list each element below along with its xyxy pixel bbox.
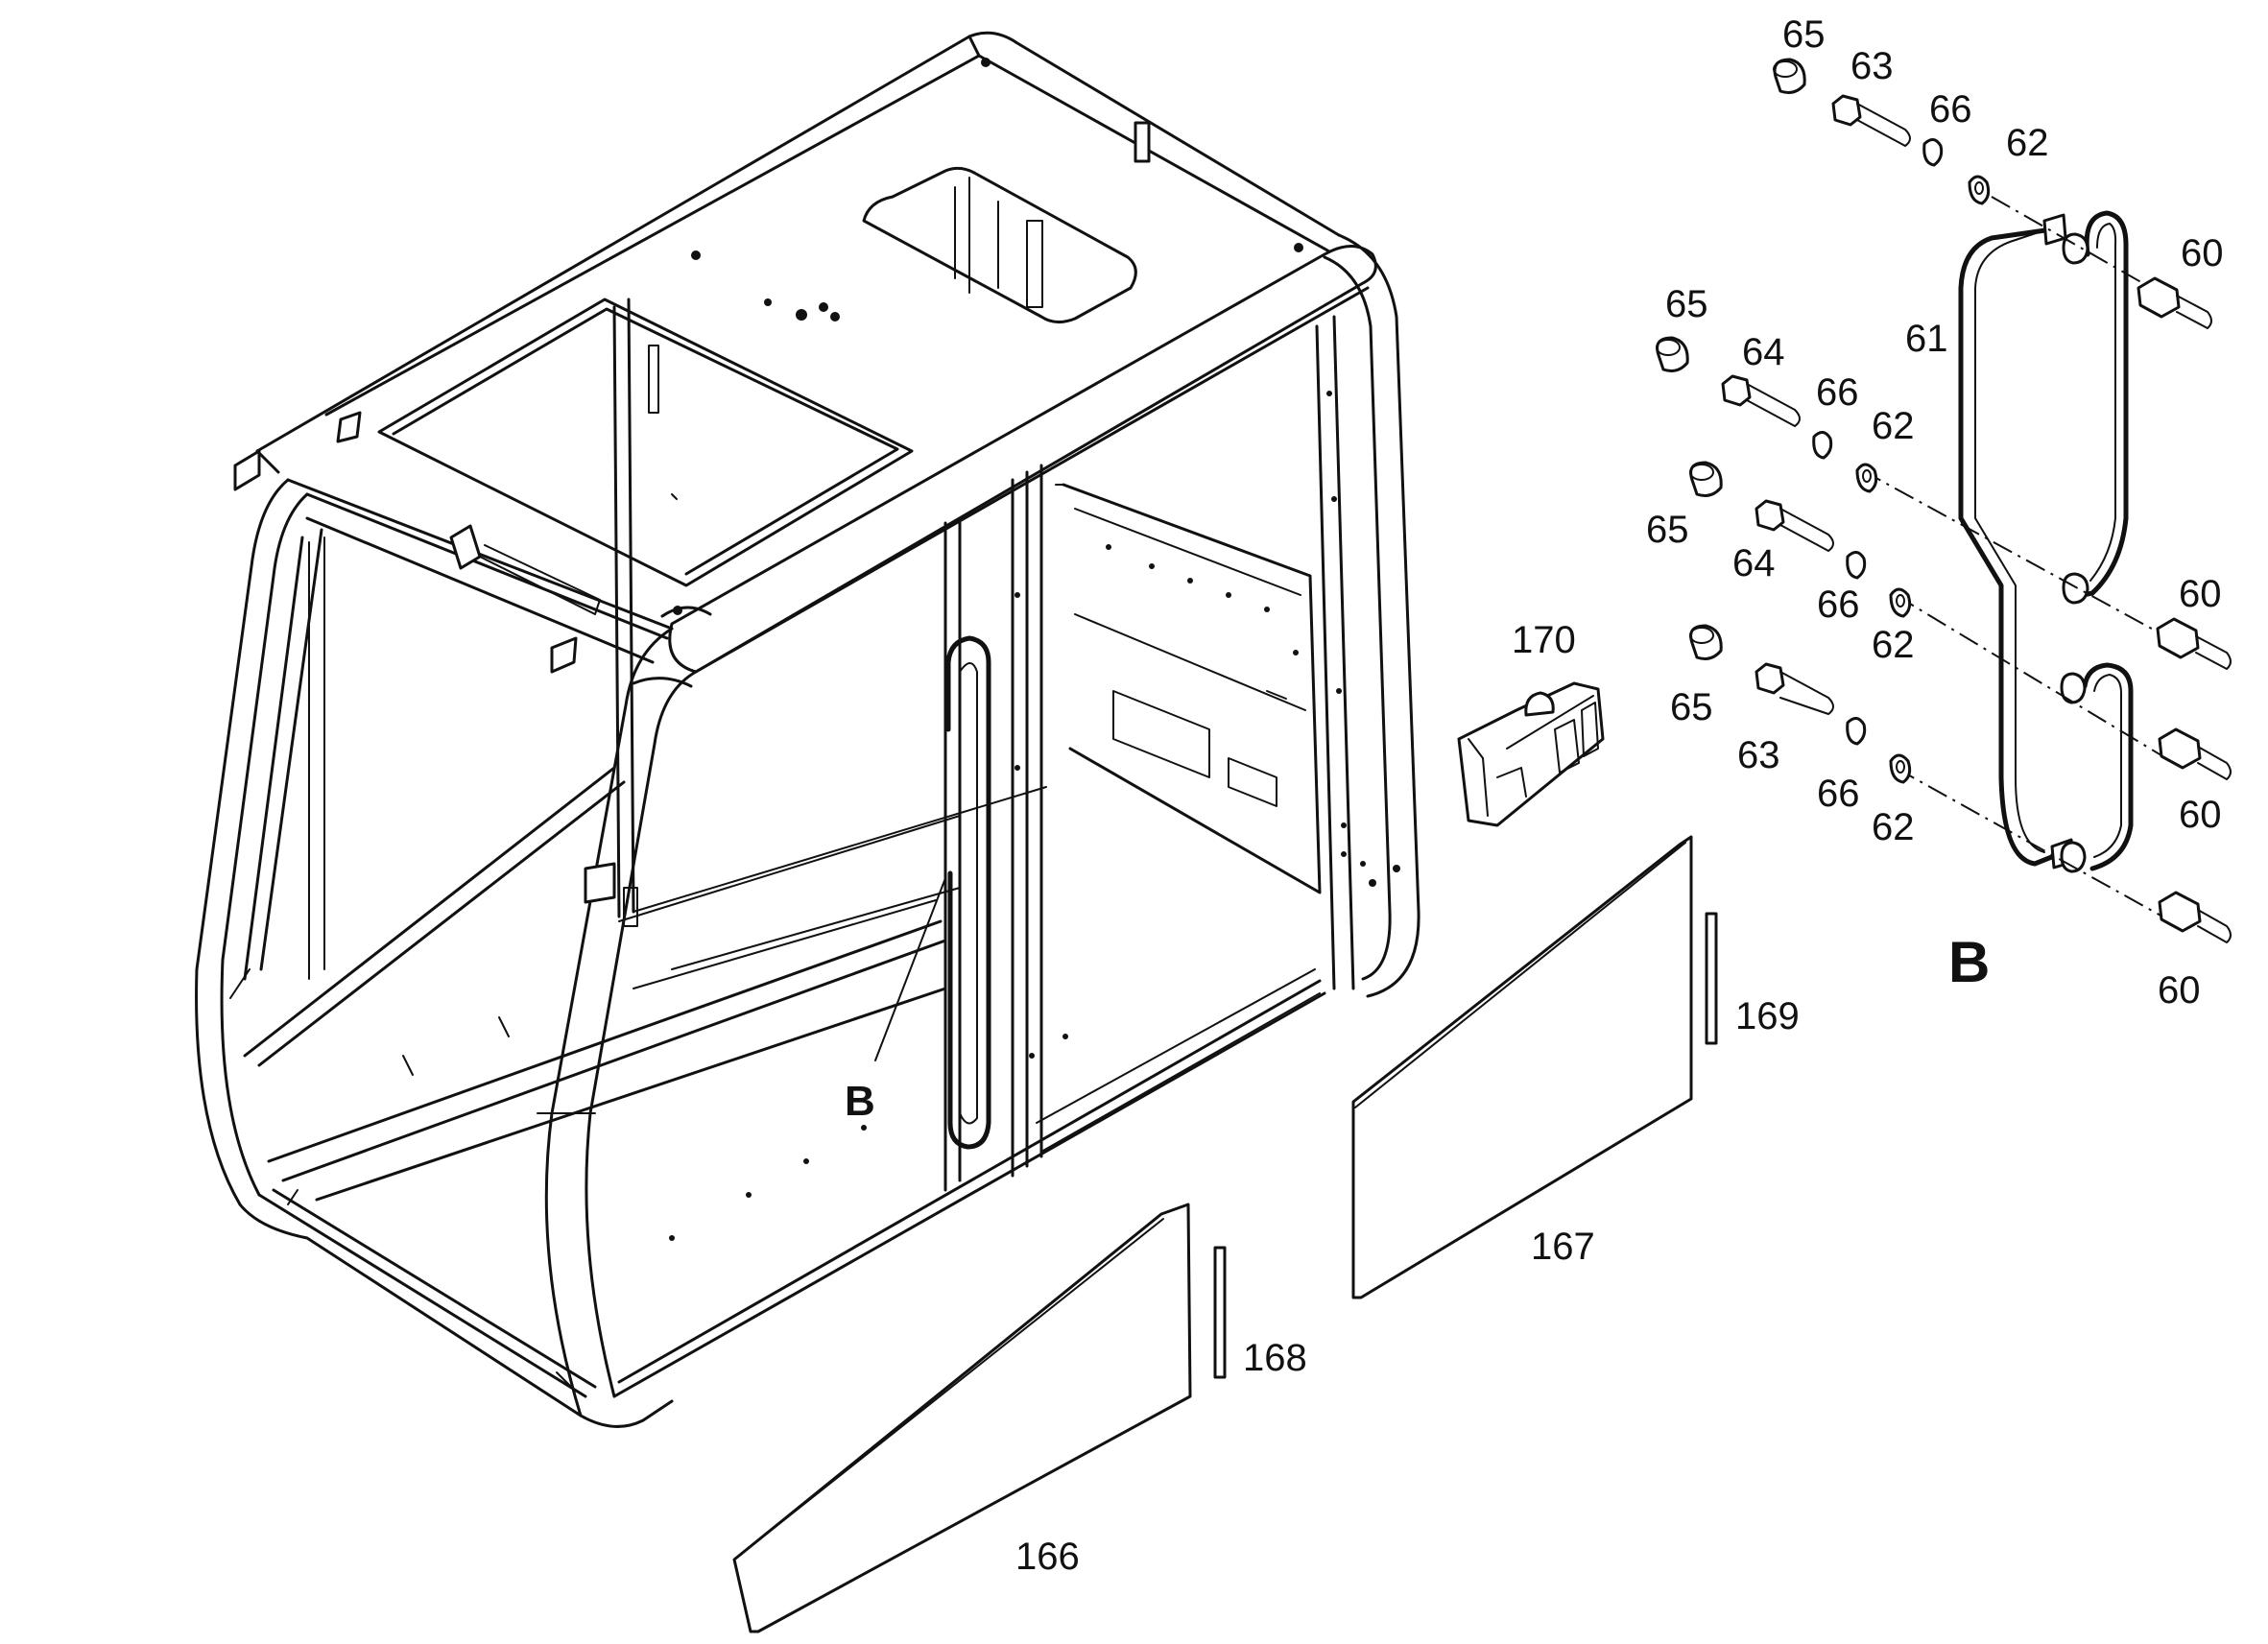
axis-line [1895,767,2172,922]
axis-line [1861,469,2170,639]
strip-168 [1213,1246,1227,1379]
callout-65: 65 [1670,686,1713,728]
panel-166-edge [733,1218,1164,1561]
callout-60: 60 [2179,794,2222,836]
bolt-60 [2137,276,2232,943]
detail-title: B [1948,930,1990,994]
panel-167-edge [1354,842,1686,1108]
flat-washer-62 [1855,175,1991,784]
callout-64: 64 [1732,542,1776,584]
callout-60: 60 [2158,969,2201,1012]
cab-frame [195,31,1420,1428]
callout-62: 62 [1872,624,1915,666]
washer-tank-170 [1457,681,1605,827]
callout-65: 65 [1665,283,1708,325]
callout-166: 166 [1015,1536,1080,1578]
leader-line [874,877,946,1061]
callout-66: 66 [1929,88,1972,131]
callout-60: 60 [2179,573,2222,615]
callout-62: 62 [1872,405,1915,447]
bolt-63-64 [1721,94,1911,715]
panel-167 [1351,835,1693,1299]
callout-66: 66 [1817,584,1860,626]
callout-62: 62 [1872,806,1915,848]
callout-169: 169 [1735,995,1800,1037]
callout-167: 167 [1531,1226,1595,1268]
axis-line [1991,196,2161,294]
lock-washer-66 [1812,138,1944,746]
callout-63: 63 [1737,734,1780,776]
axis-line [1895,594,2175,764]
cap-65 [1656,58,1806,660]
callout-66: 66 [1816,371,1859,414]
callout-168: 168 [1243,1337,1307,1379]
callout-63: 63 [1850,45,1894,87]
callout-66: 66 [1817,773,1860,815]
callout-170: 170 [1512,619,1576,661]
callout-60: 60 [2181,232,2224,274]
callout-61: 61 [1905,318,1948,360]
grab-handle-61 [1958,210,2134,873]
panel-166 [732,1203,1192,1633]
strip-169 [1705,912,1718,1045]
callout-65: 65 [1646,509,1689,551]
callout-65: 65 [1782,13,1826,56]
detail-ref-label: B [845,1078,875,1125]
callout-62: 62 [2006,122,2049,164]
callout-64: 64 [1742,331,1785,373]
